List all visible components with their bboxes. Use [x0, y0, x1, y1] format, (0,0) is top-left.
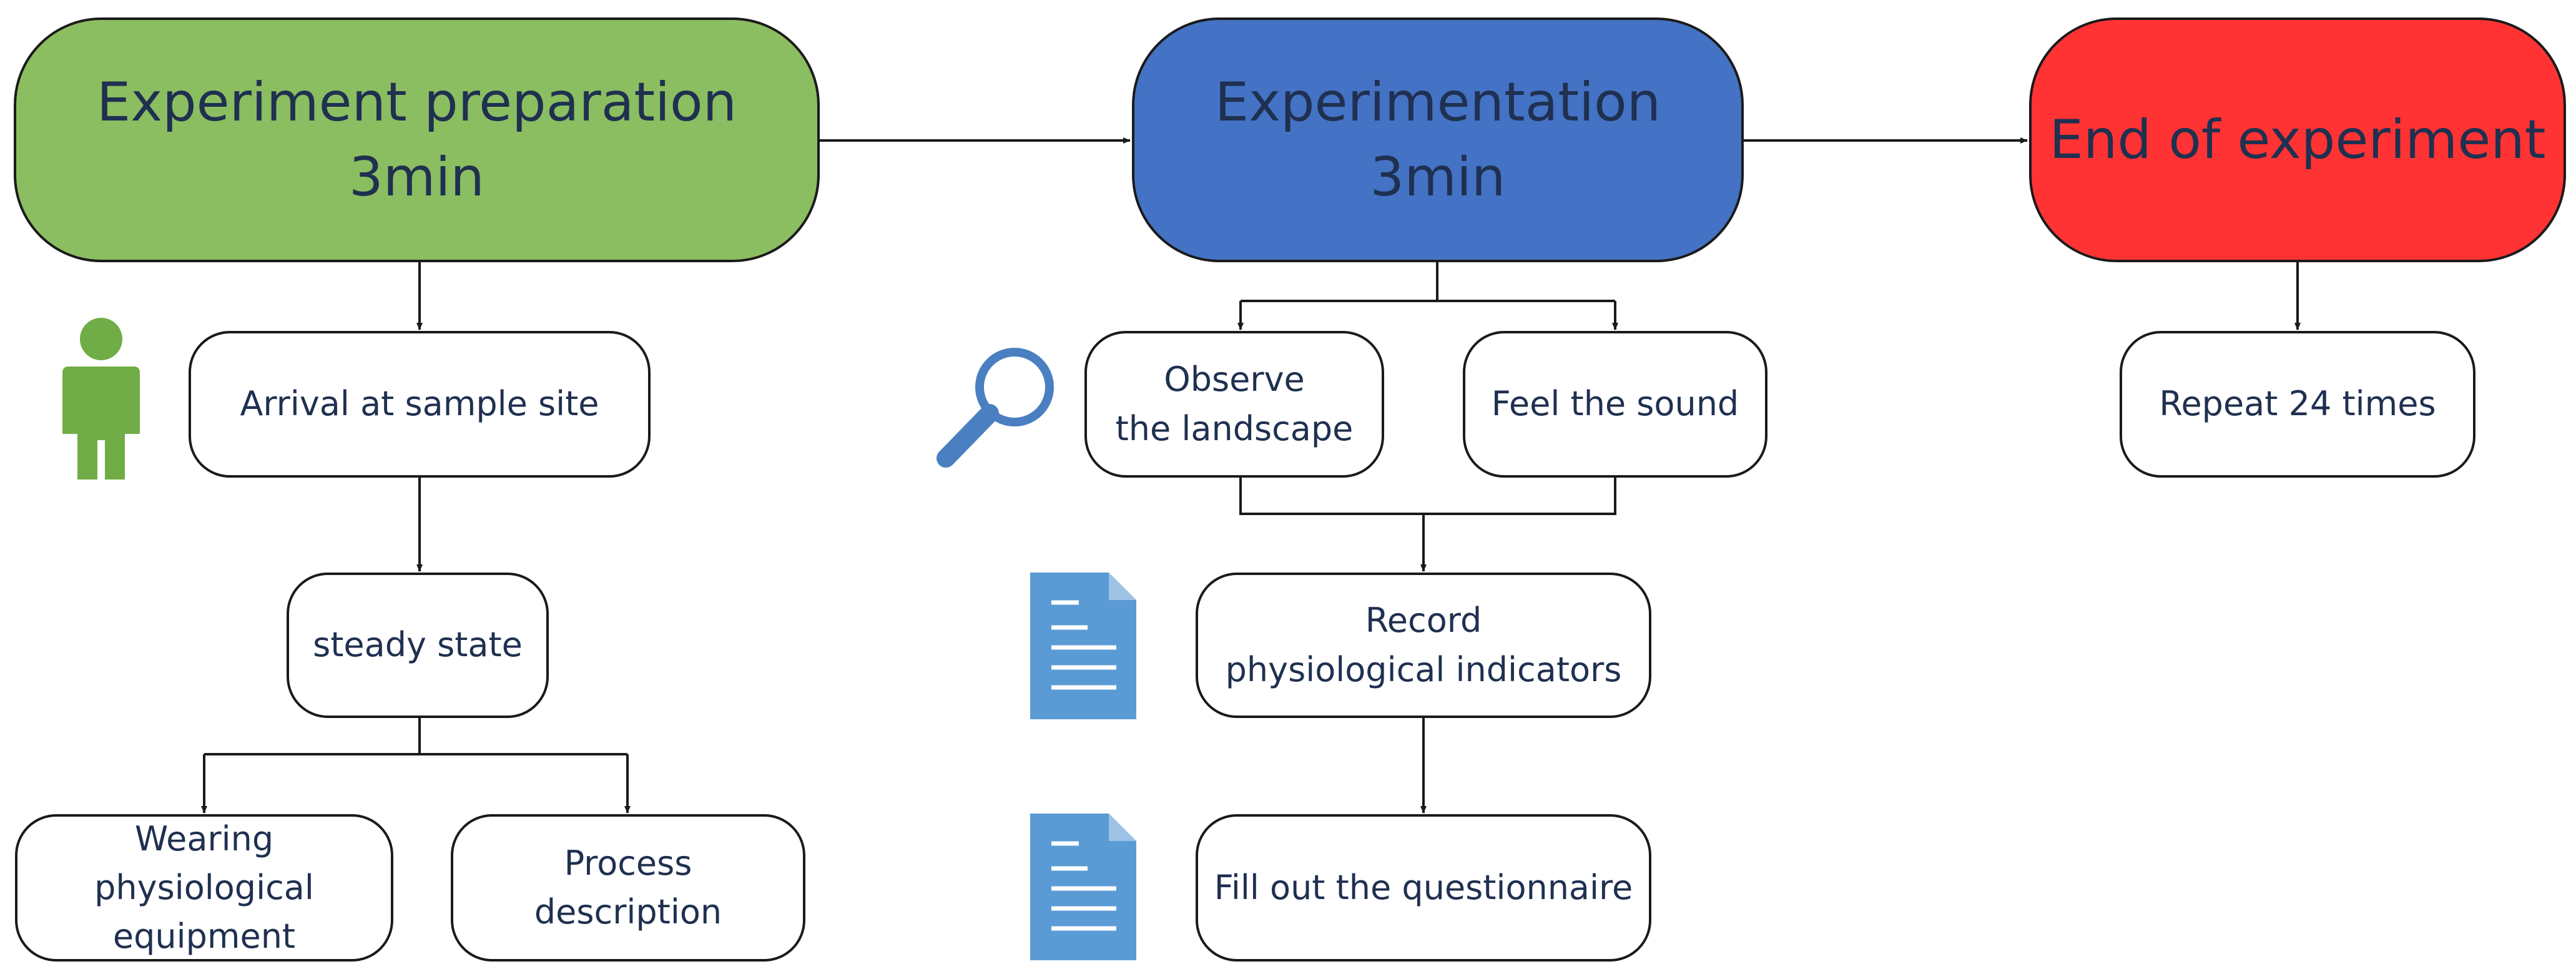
step-process-description: Process description — [451, 814, 805, 962]
phase-preparation-title: Experiment preparation — [96, 71, 737, 134]
step-process-description-label: Process description — [534, 843, 722, 932]
person-icon — [62, 318, 140, 480]
connector-steady-state-split — [204, 718, 421, 755]
step-record-physiological-indicators: Record physiological indicators — [1196, 573, 1651, 718]
step-record-label-line1: Record — [1365, 601, 1482, 641]
step-wearing-label-line1: Wearing physiological — [94, 819, 314, 907]
document-icon — [1030, 573, 1136, 719]
step-arrival-at-sample-site: Arrival at sample site — [189, 331, 651, 478]
document-icon — [1030, 814, 1136, 960]
phase-end-of-experiment: End of experiment — [2029, 17, 2566, 262]
step-questionnaire-label: Fill out the questionnaire — [1214, 867, 1633, 907]
step-repeat-label: Repeat 24 times — [2159, 384, 2436, 424]
step-observe-label-line1: Observe — [1164, 360, 1305, 400]
step-feel-sound-label: Feel the sound — [1491, 384, 1739, 424]
step-feel-the-sound: Feel the sound — [1463, 331, 1767, 478]
phase-experimentation: Experimentation 3min — [1132, 17, 1744, 262]
step-steady-state: steady state — [287, 573, 549, 718]
phase-end-title: End of experiment — [2049, 108, 2546, 171]
step-wearing-label-line2: equipment — [112, 917, 296, 957]
phase-experiment-preparation: Experiment preparation 3min — [14, 17, 820, 262]
phase-preparation-duration: 3min — [349, 146, 484, 209]
connector-merge — [1239, 478, 1616, 515]
step-arrival-label: Arrival at sample site — [240, 384, 599, 424]
step-observe-label-line2: the landscape — [1115, 408, 1354, 448]
connector-experimentation-split — [1241, 262, 1438, 302]
phase-experimentation-duration: 3min — [1370, 146, 1506, 209]
step-wearing-physiological-equipment: Wearing physiological equipment — [15, 814, 393, 962]
step-observe-landscape: Observe the landscape — [1084, 331, 1384, 478]
step-repeat-24-times: Repeat 24 times — [2120, 331, 2475, 478]
phase-experimentation-title: Experimentation — [1214, 71, 1661, 134]
step-fill-out-questionnaire: Fill out the questionnaire — [1196, 814, 1651, 962]
step-steady-state-label: steady state — [313, 625, 523, 665]
step-record-label-line2: physiological indicators — [1225, 649, 1622, 689]
magnifier-icon — [937, 348, 1054, 468]
